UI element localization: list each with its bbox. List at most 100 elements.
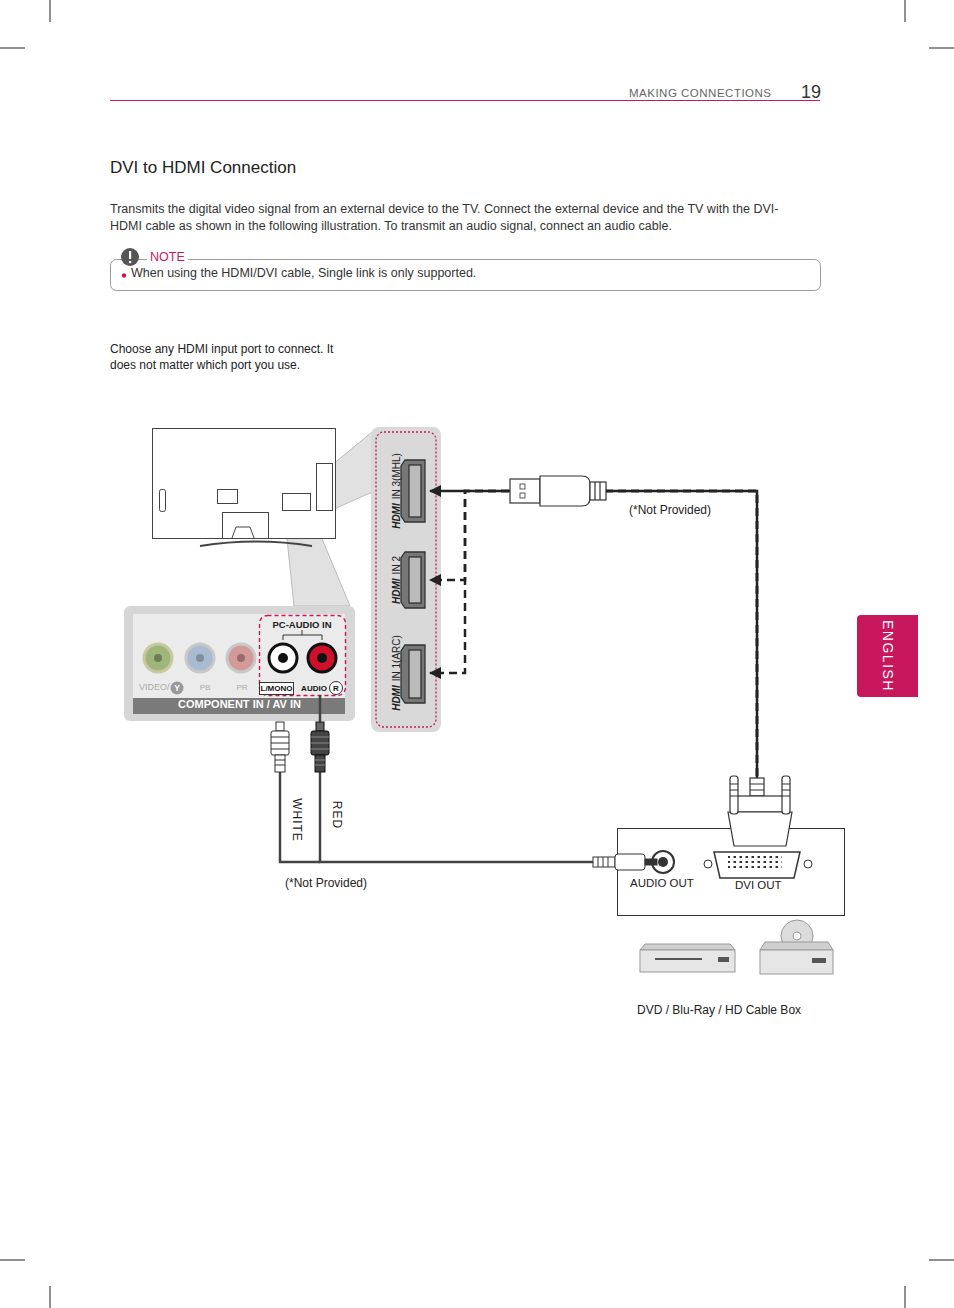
hdmi-panel <box>376 432 436 727</box>
source-device <box>728 856 782 871</box>
av-panel <box>260 616 346 696</box>
audio-plug <box>593 854 657 870</box>
jack-label: R <box>333 684 339 694</box>
rotated-label: ENGLISH <box>878 620 897 692</box>
node-text: DVI OUT <box>735 878 782 892</box>
rca-plug-red <box>311 737 329 749</box>
note-box <box>111 248 821 291</box>
rotated-label: HDMIIN 2 <box>385 556 404 604</box>
node-heading: NOTE <box>147 250 188 266</box>
node-heading: HDMI <box>391 685 403 711</box>
tv-back-illustration <box>332 432 372 510</box>
node-heading: AUDIO OUT <box>630 876 694 890</box>
av-panel <box>196 654 204 662</box>
jack-label: AUDIO <box>301 684 327 694</box>
note-box <box>121 248 139 266</box>
note-box <box>129 251 131 259</box>
hdmi-panel <box>409 465 421 517</box>
hdmi-plug <box>510 476 606 506</box>
rotated-label: HDMIIN 1(ARC) <box>385 635 404 711</box>
note-box: NOTEWhen using the HDMI/DVI cable, Singl… <box>110 259 821 291</box>
av-panel <box>317 653 327 663</box>
tv-back-illustration <box>153 429 373 607</box>
jack-label: Y <box>174 683 180 694</box>
player-illustrations <box>812 958 826 963</box>
body-text: Transmits the digital video signal from … <box>110 201 810 235</box>
node-heading: COMPONENT IN / AV IN <box>124 698 355 711</box>
source-device <box>704 860 712 868</box>
av-panel <box>171 682 184 695</box>
cable-note: (*Not Provided) <box>285 876 367 891</box>
av-panel <box>186 644 214 672</box>
rca-plug-white <box>271 737 289 749</box>
node-heading: ENGLISH <box>878 620 895 692</box>
hdmi-port: HDMIIN 2 <box>386 544 430 616</box>
node-heading: HDMI <box>391 503 403 529</box>
player-illustrations <box>655 958 702 960</box>
tv-back-illustration <box>153 429 336 539</box>
player-illustrations <box>640 944 735 950</box>
hdmi-plug <box>595 482 600 500</box>
av-panel <box>133 614 345 698</box>
av-panel <box>269 644 297 672</box>
tv-back-illustration <box>317 464 333 511</box>
dvi-plug <box>750 778 764 796</box>
hdmi-panel <box>401 552 425 608</box>
cable-color-label: WHITE <box>289 798 304 842</box>
rca-plug-red <box>316 722 324 731</box>
tv-back-illustration <box>160 490 166 512</box>
rca-plug-red <box>311 722 329 772</box>
crop-marks <box>905 1286 906 1308</box>
rotated-label: HDMI IN 3(MHL) <box>385 453 404 529</box>
dvi-plug <box>728 812 792 846</box>
av-panel <box>278 653 288 663</box>
cable-color-label: RED <box>329 801 344 829</box>
note-box <box>122 273 126 277</box>
hdmi-plug <box>520 493 525 498</box>
hdmi-plug <box>540 476 590 506</box>
av-panel <box>144 644 172 672</box>
note-box <box>111 260 821 291</box>
av-panel <box>260 683 294 695</box>
node-heading: PC-AUDIO IN <box>259 619 345 631</box>
hdmi-port: HDMI IN 3(MHL) <box>386 448 430 534</box>
player-illustrations <box>718 957 729 962</box>
crop-marks <box>50 0 51 22</box>
rca-plug-white <box>276 722 284 731</box>
hdmi-cable <box>430 491 757 828</box>
player-illustrations <box>760 942 833 950</box>
section-title: DVI to HDMI Connection <box>110 157 296 178</box>
note-box <box>129 261 132 264</box>
rca-plug-white <box>275 760 285 765</box>
av-input-panel: COMPONENT IN / AV IN PC-AUDIO IN <box>124 606 359 721</box>
audio-cable <box>320 695 617 862</box>
instruction-text: Choose any HDMI input port to connect. I… <box>110 341 352 373</box>
rca-plug-white <box>275 755 285 772</box>
page-number: 19 <box>801 81 821 104</box>
av-panel <box>154 654 162 662</box>
jack-label: PB <box>200 683 211 693</box>
crop-marks <box>0 48 25 49</box>
hdmi-panel <box>401 645 425 703</box>
tv-back-illustration <box>218 490 238 504</box>
dvi-plug <box>750 784 764 790</box>
audio-plug <box>645 859 657 865</box>
hdmi-panel <box>409 650 421 698</box>
jack-label: L/MONO <box>261 684 293 694</box>
player-illustrations <box>793 932 801 940</box>
crop-marks <box>929 1260 954 1261</box>
hdmi-cable <box>430 491 757 828</box>
tv-back-illustration <box>283 494 311 511</box>
av-panel <box>237 654 245 662</box>
player-illustrations <box>640 920 833 974</box>
node-text: IN 3(MHL) <box>391 453 403 499</box>
crop-marks <box>929 48 954 49</box>
av-panel <box>283 630 322 640</box>
tv-back-illustration <box>223 513 269 539</box>
hdmi-plug <box>590 482 606 500</box>
